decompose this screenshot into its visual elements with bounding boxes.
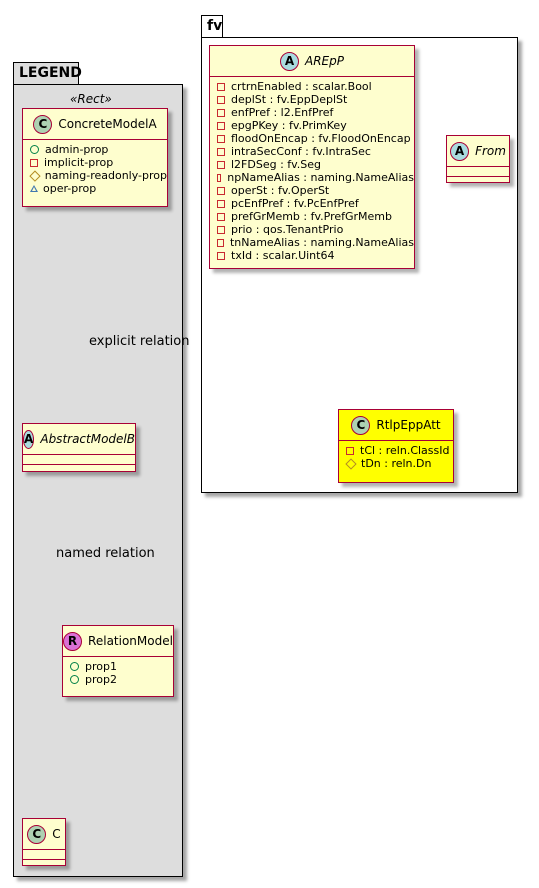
attribute-row: oper-prop: [29, 182, 167, 195]
attribute-row: txId : scalar.Uint64: [216, 249, 414, 262]
attribute-row: crtrnEnabled : scalar.Bool: [216, 80, 414, 93]
class-abstract-model-b[interactable]: A AbstractModelB: [22, 423, 136, 472]
empty-section: [447, 167, 509, 177]
private-icon: [217, 108, 225, 117]
class-rtlp-epp-att[interactable]: C RtlpEppAtt tCl : reln.ClassId tDn : re…: [338, 409, 454, 483]
attribute-row: deplSt : fv.EppDeplSt: [216, 93, 414, 106]
private-icon: [346, 446, 354, 455]
private-icon: [217, 251, 225, 260]
private-icon: [217, 225, 225, 234]
attribute-row: admin-prop: [29, 143, 167, 156]
private-icon: [217, 147, 225, 156]
attribute-row: pcEnfPref : fv.PcEnfPref: [216, 197, 414, 210]
legend-package-tab: LEGEND: [13, 62, 82, 84]
empty-section: [23, 455, 135, 465]
fv-title: fv: [207, 18, 223, 34]
attribute-row: npNameAlias : naming.NameAlias: [216, 171, 414, 184]
private-icon: [217, 160, 225, 169]
abstract-a-icon: A: [450, 141, 470, 161]
attribute-row: enfPref : l2.EnfPref: [216, 106, 414, 119]
class-header: A AREpP: [210, 46, 414, 77]
attribute-row: floodOnEncap : fv.FloodOnEncap: [216, 132, 414, 145]
class-name: AREpP: [305, 54, 344, 68]
class-header: A From: [447, 136, 509, 167]
legend-stereotype: «Rect»: [70, 92, 112, 106]
attribute-row: tCl : reln.ClassId: [345, 444, 453, 457]
class-concrete-model-a[interactable]: C ConcreteModelA admin-prop implicit-pro…: [22, 108, 168, 207]
attribute-row: tnNameAlias : naming.NameAlias: [216, 236, 414, 249]
class-name: RtlpEppAtt: [376, 418, 441, 432]
public-icon: [30, 145, 39, 154]
fv-package-tab: fv: [201, 15, 223, 38]
attribute-list: tCl : reln.ClassId tDn : reln.Dn: [339, 441, 453, 474]
attribute-row: operSt : fv.OperSt: [216, 184, 414, 197]
attribute-row: naming-readonly-prop: [29, 169, 167, 182]
public-icon: [70, 675, 79, 684]
attribute-row: prop1: [69, 660, 173, 673]
class-header: A AbstractModelB: [23, 424, 135, 455]
attribute-row: implicit-prop: [29, 156, 167, 169]
class-c-icon: C: [33, 114, 53, 134]
package-icon: [30, 185, 38, 192]
private-icon: [217, 95, 225, 104]
protected-icon: [29, 169, 41, 182]
class-c-icon: C: [27, 824, 47, 844]
abstract-a-icon: A: [280, 51, 299, 71]
legend-title: LEGEND: [19, 65, 82, 81]
private-icon: [217, 212, 225, 221]
named-relation-label: named relation: [56, 546, 155, 561]
class-name: RelationModel: [88, 634, 173, 648]
private-icon: [217, 238, 224, 247]
class-name: AbstractModelB: [40, 432, 135, 446]
class-relation-model[interactable]: R RelationModel prop1 prop2: [62, 625, 174, 697]
private-icon: [217, 121, 225, 130]
attribute-row: prop2: [69, 673, 173, 686]
class-header: C RtlpEppAtt: [339, 410, 453, 441]
empty-section: [23, 850, 65, 860]
attribute-list: admin-prop implicit-prop naming-readonly…: [23, 140, 167, 199]
abstract-a-icon: A: [23, 429, 35, 449]
attribute-row: prio : qos.TenantPrio: [216, 223, 414, 236]
class-from[interactable]: A From: [446, 135, 510, 183]
private-icon: [30, 158, 38, 167]
class-name: From: [475, 144, 506, 158]
private-icon: [217, 173, 222, 182]
attribute-row: epgPKey : fv.PrimKey: [216, 119, 414, 132]
class-c-icon: C: [351, 415, 371, 435]
relation-r-icon: R: [63, 631, 83, 651]
attribute-row: l2FDSeg : fv.Seg: [216, 158, 414, 171]
class-header: C ConcreteModelA: [23, 109, 167, 140]
class-c[interactable]: C C: [22, 818, 66, 866]
attribute-list: prop1 prop2: [63, 657, 173, 690]
protected-icon: [345, 457, 357, 470]
private-icon: [217, 82, 225, 91]
attribute-row: intraSecConf : fv.IntraSec: [216, 145, 414, 158]
class-name: ConcreteModelA: [58, 117, 157, 131]
private-icon: [217, 199, 225, 208]
legend-package: [13, 84, 183, 877]
private-icon: [217, 134, 225, 143]
attribute-row: prefGrMemb : fv.PrefGrMemb: [216, 210, 414, 223]
attribute-row: tDn : reln.Dn: [345, 457, 453, 470]
class-header: C C: [23, 819, 65, 850]
class-header: R RelationModel: [63, 626, 173, 657]
private-icon: [217, 186, 225, 195]
class-name: C: [52, 827, 61, 841]
public-icon: [70, 662, 79, 671]
explicit-relation-label: explicit relation: [89, 334, 190, 349]
